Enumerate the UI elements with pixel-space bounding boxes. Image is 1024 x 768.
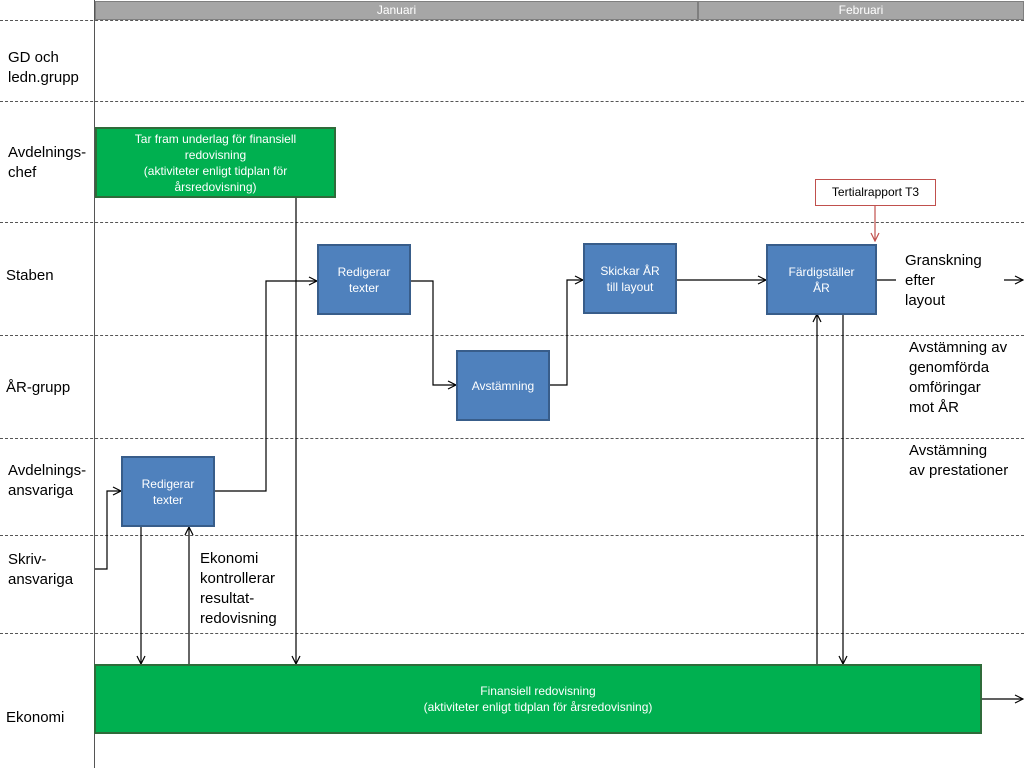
lane-separator	[0, 438, 1024, 439]
lane-separator	[0, 335, 1024, 336]
lane-label-avdelningschef: Avdelnings- chef	[8, 144, 87, 181]
lane-separator	[0, 20, 1024, 21]
note-avstamning-omforingar: Avstämning av genomförda omföringar mot …	[909, 339, 1008, 416]
lane-label-gd: GD och ledn.grupp	[8, 49, 79, 86]
lane-label-skrivansvariga: Skriv- ansvariga	[8, 551, 74, 588]
lane-separator	[0, 633, 1024, 634]
callout-tertialrapport: Tertialrapport T3	[815, 179, 936, 206]
note-ekonomi-kontrollerar: Ekonomi kontrollerar resultat- redovisni…	[200, 550, 277, 627]
lane-label-avdelningsansvariga: Avdelnings- ansvariga	[8, 462, 87, 499]
note-avstamning-prestationer: Avstämning av prestationer	[909, 442, 1009, 479]
lane-header-divider	[94, 0, 95, 768]
connector-redigerar-to-avstamning	[411, 280, 456, 385]
box-fardigstaller-ar: Färdigställer ÅR	[766, 244, 877, 315]
box-redigerar-texter-staben: Redigerar texter	[317, 244, 411, 315]
lane-separator	[0, 222, 1024, 223]
box-tar-fram-underlag: Tar fram underlag för finansiell redovis…	[95, 127, 336, 198]
lane-separator	[0, 535, 1024, 536]
box-skickar-ar-till-layout: Skickar ÅR till layout	[583, 243, 677, 314]
lane-label-ekonomi: Ekonomi	[6, 709, 65, 726]
lane-label-ar-grupp: ÅR-grupp	[6, 379, 71, 396]
box-redigerar-texter-avdelning: Redigerar texter	[121, 456, 215, 527]
note-granskning-efter-layout: Granskning efter layout	[905, 252, 982, 309]
box-finansiell-redovisning: Finansiell redovisning (aktiviteter enli…	[94, 664, 982, 734]
connector-avstamning-to-skickar	[550, 280, 583, 386]
box-avstamning: Avstämning	[456, 350, 550, 421]
month-header-februari: Februari	[698, 1, 1024, 20]
connector-skriv-to-redigerar	[95, 491, 121, 570]
connector-redigerar-avd-to-staben	[214, 281, 317, 492]
lane-separator	[0, 101, 1024, 102]
lane-label-staben: Staben	[6, 267, 54, 284]
month-header-januari: Januari	[95, 1, 698, 20]
